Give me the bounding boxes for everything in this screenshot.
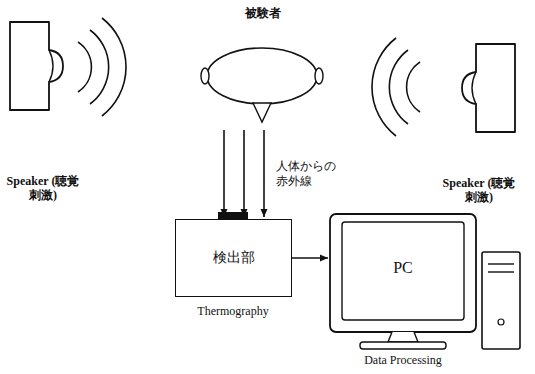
subject-head: 被験者 [195,4,330,126]
sound-wave [102,18,126,116]
sound-wave [78,42,91,92]
pc-caption: Data Processing [328,353,478,367]
speaker-label: Speaker (聴覚刺激) [5,174,81,203]
speaker-label: Speaker (聴覚刺激) [439,176,519,205]
sound-wave [372,38,396,136]
edge-label: 人体からの赤外線 [274,158,342,191]
detector-label: 検出部 [213,250,255,267]
sound-wave [407,62,420,112]
arrow-connector [292,255,328,262]
pc-label: PC [342,258,464,277]
detector-box: 検出部 [175,219,292,297]
right-speaker: Speaker (聴覚刺激) [425,38,525,223]
subject-label: 被験者 [195,6,330,20]
subject-head-art [195,4,330,126]
sound-wave [90,30,109,104]
pc-unit: PC Data Processing [328,210,528,372]
arrow-connector [221,130,268,217]
thermography-unit: 検出部 Thermography [172,210,297,334]
device-label: Thermography [172,304,294,318]
pc-unit-art [328,210,528,372]
sound-wave [389,50,408,124]
left-speaker: Speaker (聴覚刺激) [5,16,85,216]
